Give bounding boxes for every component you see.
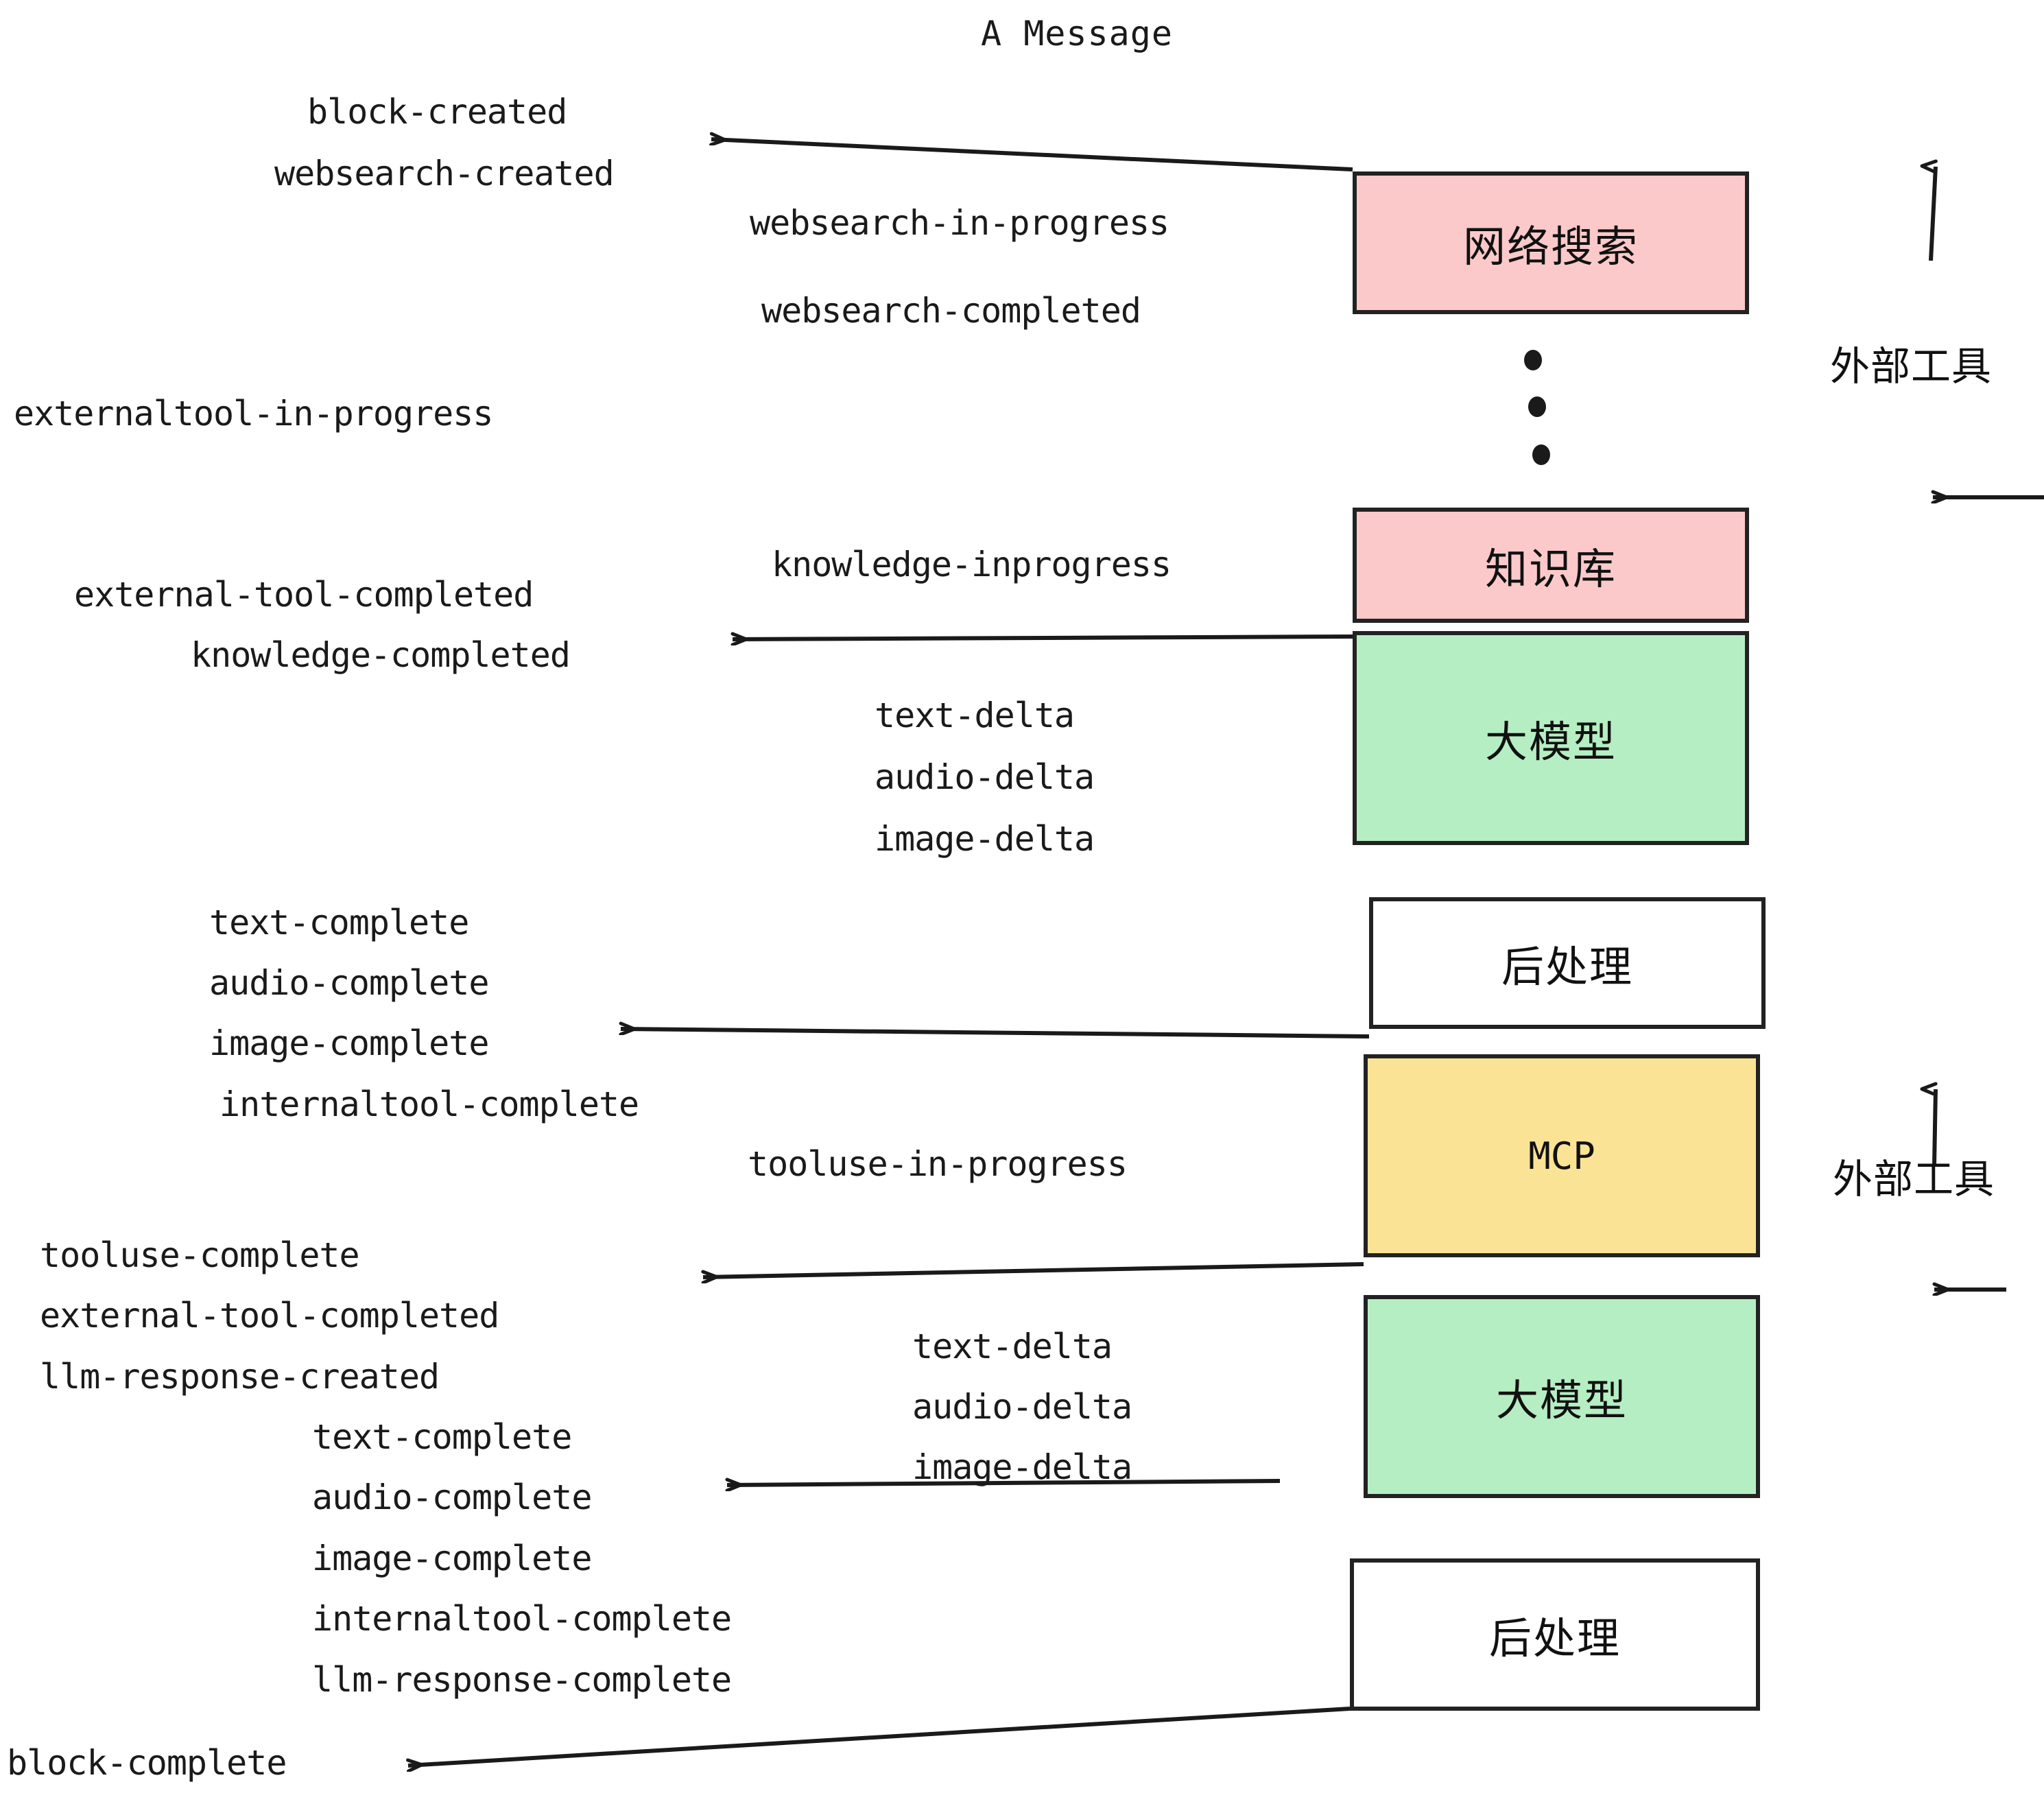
event-label-internaltool-complete-2: internaltool-complete <box>312 1599 732 1639</box>
box-knowledge-base[interactable]: 知识库 <box>1353 508 1749 623</box>
event-label-image-complete-2: image-complete <box>312 1539 592 1578</box>
event-label-tooluse-in-progress: tooluse-in-progress <box>748 1144 1128 1184</box>
event-label-image-delta-2: image-delta <box>912 1447 1132 1487</box>
event-label-llm-response-created: llm-response-created <box>40 1357 440 1397</box>
event-label-text-delta-1: text-delta <box>875 696 1075 735</box>
side-label-external-tool-bottom: 外部工具 <box>1833 1156 1995 1202</box>
event-label-image-complete-1: image-complete <box>209 1023 489 1063</box>
box-llm-top[interactable]: 大模型 <box>1353 631 1749 845</box>
event-label-block-complete: block-complete <box>7 1743 287 1783</box>
box-label-postprocess-top: 后处理 <box>1501 942 1633 992</box>
box-websearch[interactable]: 网络搜索 <box>1353 171 1749 314</box>
ellipsis-dot <box>1524 350 1542 370</box>
ellipsis-dot <box>1528 396 1546 417</box>
event-label-websearch-in-progress: websearch-in-progress <box>750 203 1169 243</box>
arrow-postprocess-to-image-complete <box>621 1029 1370 1039</box>
event-label-knowledge-inprogress: knowledge-inprogress <box>772 545 1172 584</box>
event-label-externaltool-in-progress: externaltool-in-progress <box>14 394 493 434</box>
event-label-audio-delta-2: audio-delta <box>912 1387 1132 1427</box>
arrow-external-tool-bottom-up <box>1934 1089 1938 1167</box>
arrow-postprocess-to-block-complete <box>408 1707 1351 1766</box>
arrow-llm-to-audio-complete <box>727 1481 1281 1485</box>
event-label-audio-complete-2: audio-complete <box>312 1477 592 1517</box>
event-label-text-complete-2: text-complete <box>312 1417 572 1457</box>
box-postprocess-top[interactable]: 后处理 <box>1369 897 1766 1029</box>
event-label-tooluse-complete: tooluse-complete <box>40 1235 360 1275</box>
ellipsis-dot <box>1532 444 1550 465</box>
event-label-knowledge-completed: knowledge-completed <box>191 635 571 675</box>
box-label-knowledge-base: 知识库 <box>1484 544 1617 594</box>
event-label-websearch-completed: websearch-completed <box>761 291 1141 331</box>
event-label-block-created: block-created <box>307 92 567 132</box>
box-label-llm-top: 大模型 <box>1484 717 1617 767</box>
event-label-internaltool-complete-1: internaltool-complete <box>219 1084 639 1124</box>
page-title: A Message <box>981 14 1173 54</box>
arrow-mcp-to-tooluse-complete <box>703 1262 1364 1277</box>
side-label-external-tool-top: 外部工具 <box>1830 343 1993 390</box>
event-label-audio-delta-1: audio-delta <box>875 757 1095 797</box>
box-label-postprocess-bottom: 后处理 <box>1488 1613 1621 1663</box>
arrow-knowledge-to-completed <box>733 637 1353 639</box>
event-label-external-tool-completed-1: external-tool-completed <box>74 575 534 615</box>
box-postprocess-bottom[interactable]: 后处理 <box>1350 1558 1760 1711</box>
box-llm-bottom[interactable]: 大模型 <box>1364 1295 1760 1498</box>
arrow-external-tool-top-up <box>1931 167 1938 261</box>
box-label-websearch: 网络搜索 <box>1462 222 1639 272</box>
box-label-mcp: MCP <box>1528 1134 1595 1178</box>
event-label-text-delta-2: text-delta <box>912 1327 1113 1366</box>
event-label-text-complete-1: text-complete <box>209 903 469 942</box>
box-label-llm-bottom: 大模型 <box>1495 1375 1628 1425</box>
event-label-external-tool-completed-2: external-tool-completed <box>40 1296 499 1336</box>
event-label-audio-complete-1: audio-complete <box>209 963 489 1003</box>
event-label-websearch-created: websearch-created <box>274 154 615 193</box>
event-label-image-delta-1: image-delta <box>875 819 1095 859</box>
box-mcp[interactable]: MCP <box>1364 1054 1760 1257</box>
arrow-websearch-to-block-created <box>711 139 1353 171</box>
event-label-llm-response-complete: llm-response-complete <box>312 1660 732 1700</box>
